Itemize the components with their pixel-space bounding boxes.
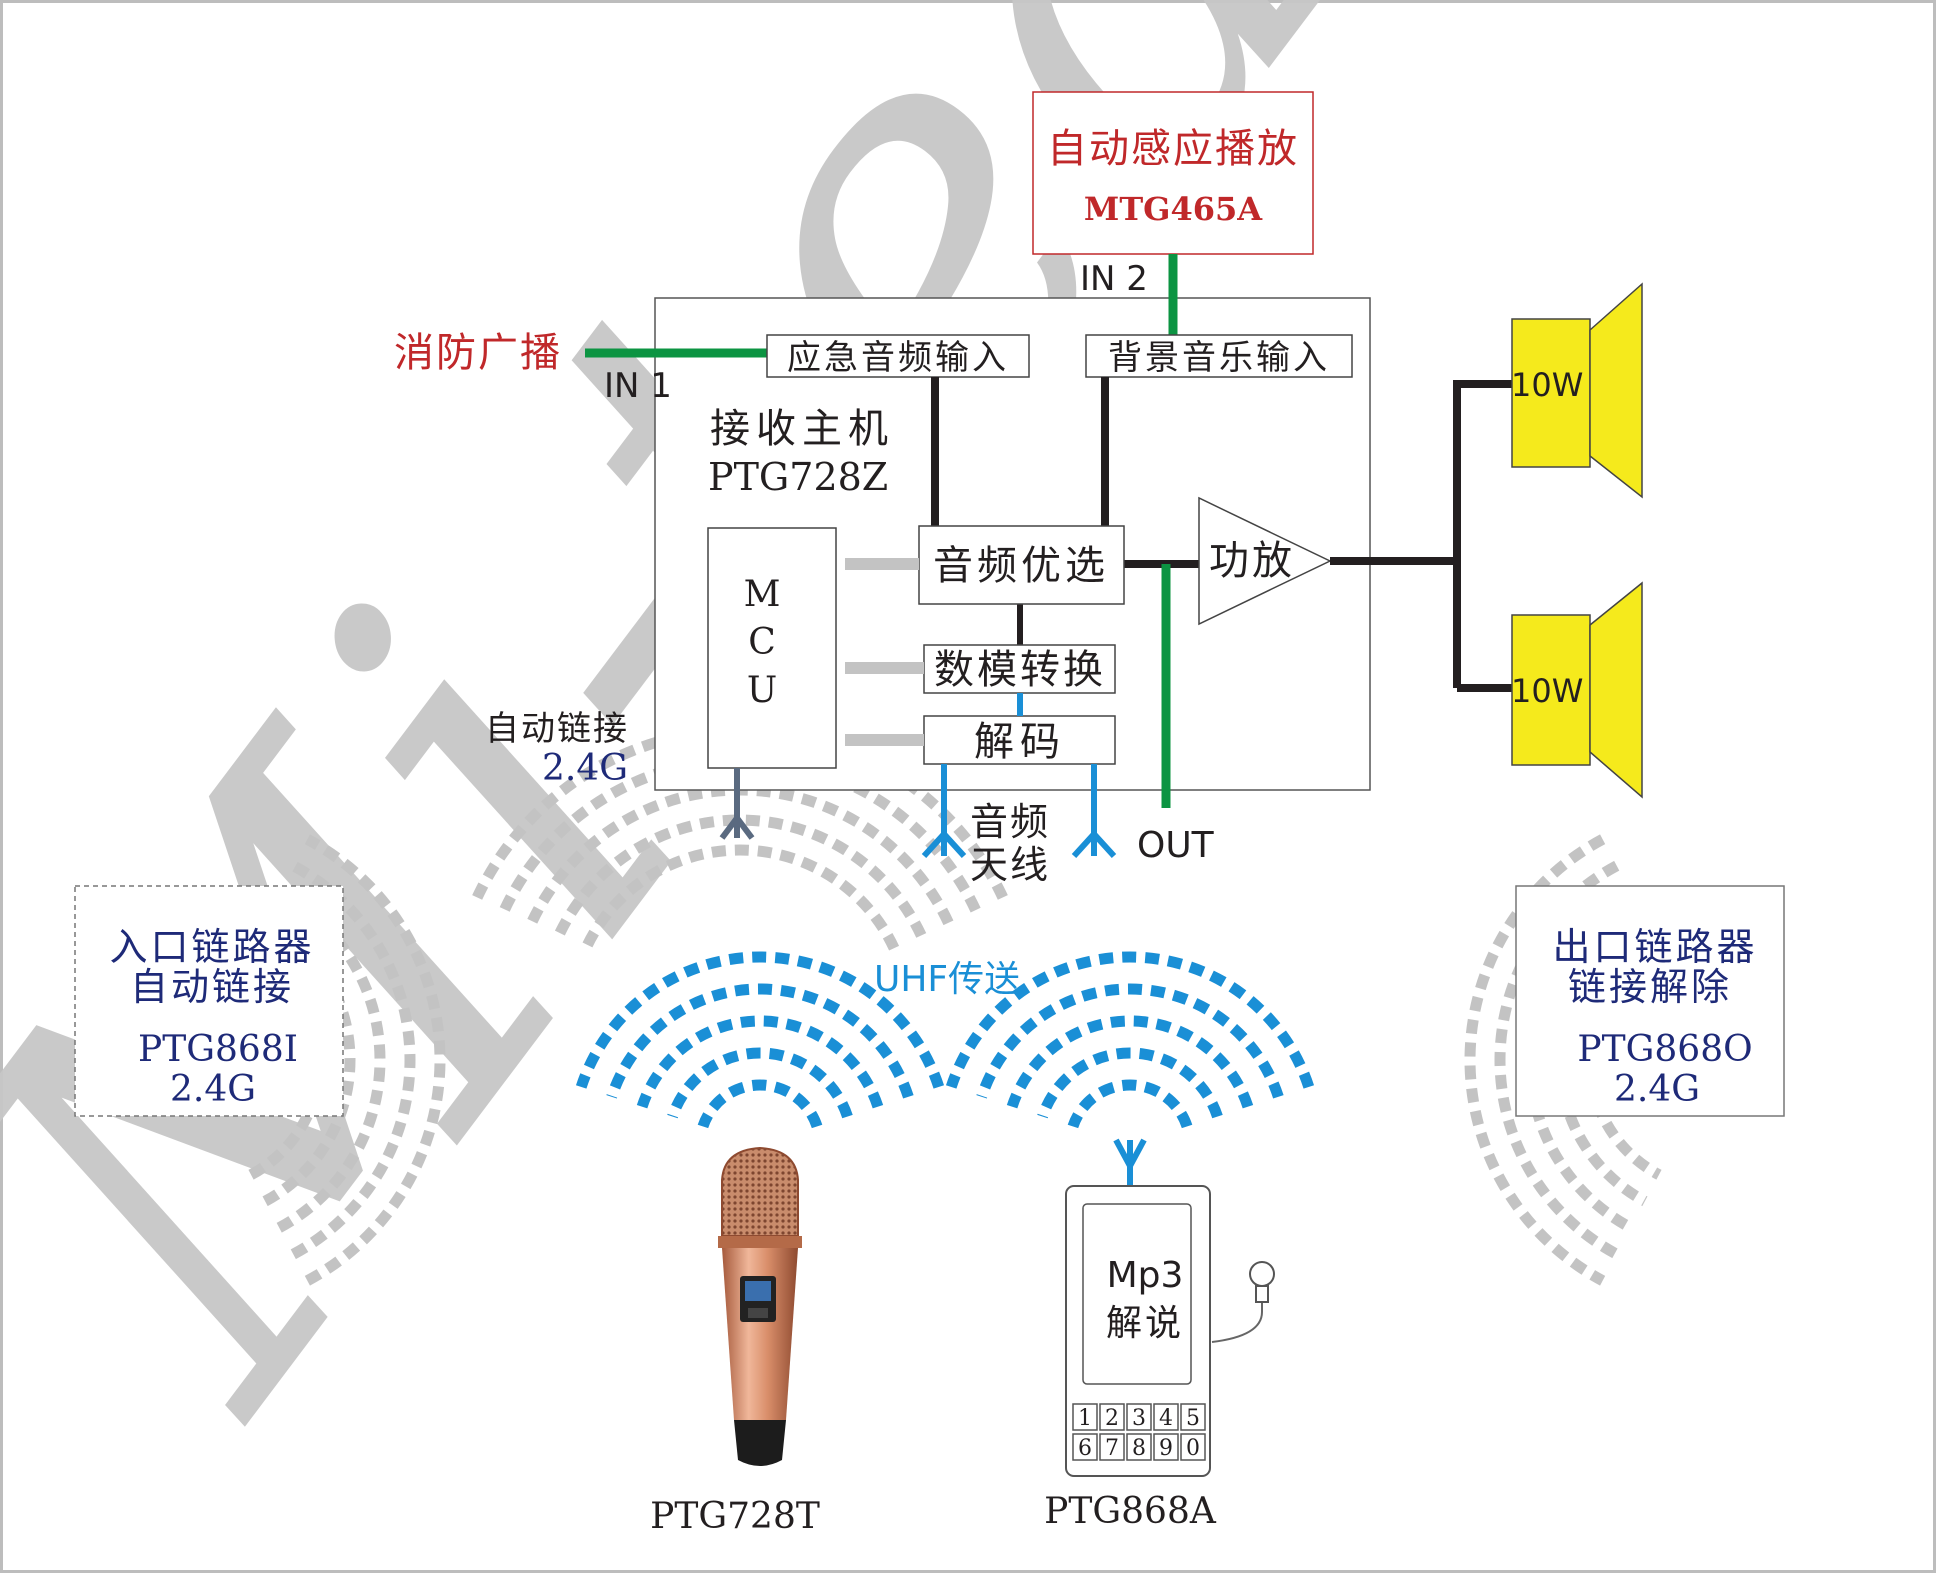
sensor-model: MTG465A [1084,190,1263,228]
keypad-key[interactable] [1180,1403,1206,1431]
sensor-title: 自动感应播放 [1047,126,1299,172]
host-model: PTG728Z [708,455,888,499]
entry-model: PTG868I [138,1029,298,1070]
mcu-letter-c: C [748,622,776,663]
keypad-key-label: 7 [1105,1436,1119,1461]
exit-line1: 出口链路器 [1552,925,1757,969]
mic-signal-arc-3 [606,983,914,1099]
keypad-key[interactable] [1099,1403,1125,1431]
mic-signal-arc-4 [575,951,945,1089]
keypad-key-label: 9 [1159,1436,1173,1461]
keypad-key[interactable] [1126,1403,1152,1431]
exit-band: 2.4G [1614,1069,1700,1110]
antenna-label-line1: 音频 [970,800,1050,844]
entry-line2: 自动链接 [130,965,294,1009]
mic-signal-arc-2 [636,1015,884,1109]
in2-label: IN 2 [1080,259,1148,299]
player-signal-arc-4 [945,951,1315,1089]
keypad-key[interactable] [1153,1403,1179,1431]
player-signal-arc-3 [976,983,1284,1099]
exit-model: PTG868O [1577,1029,1752,1070]
keypad-key-label: 0 [1186,1436,1200,1461]
host-range-arc-0 [580,844,900,951]
mic-signal-arc-0 [697,1079,823,1129]
player-signal-arc-0 [1067,1079,1193,1129]
keypad-key-label: 6 [1078,1436,1092,1461]
entry-range-arc-3 [290,860,416,1260]
entry-range-arc-1 [262,913,356,1207]
earphone-mic-icon [1249,1261,1275,1287]
player-screen-line2: 解说 [1106,1303,1184,1344]
audio-antenna-left-icon [921,764,967,859]
exit-range-arc-2 [1524,887,1634,1233]
host-title: 接收主机 [710,406,894,452]
emergency-input-block [766,334,1030,378]
keypad-key-label: 3 [1132,1406,1146,1431]
mcu-letter-m: M [744,574,781,615]
amplifier-label: 功放 [1209,538,1295,584]
keypad-key[interactable] [1180,1433,1206,1461]
entry-band: 2.4G [170,1069,256,1110]
sensor-box [1032,91,1314,255]
bgm-input-label: 背景音乐输入 [1108,338,1330,378]
player-label: PTG868A [1044,1491,1217,1532]
speaker-bottom-label: 10W [1511,672,1583,710]
fire-broadcast-label: 消防广播 [394,330,562,376]
keypad-key-label: 1 [1078,1406,1092,1431]
mic-signal-arc-1 [667,1047,853,1119]
microphone-label: PTG728T [650,1496,820,1537]
exit-linker-box [1515,885,1785,1117]
entry-range-arc-4 [304,834,446,1286]
link-antenna-icon [719,768,755,840]
emergency-input-label: 应急音频输入 [787,338,1009,378]
mcu-letter-u: U [747,670,777,711]
speaker-top-label: 10W [1511,366,1583,404]
audio-priority-label: 音频优选 [933,543,1109,589]
autolink-label: 自动链接 [485,709,629,749]
keypad-key[interactable] [1153,1433,1179,1461]
antenna-label-line2: 天线 [970,843,1050,887]
out-label: OUT [1137,825,1215,866]
exit-line2: 链接解除 [1568,965,1732,1009]
decode-label: 解码 [974,719,1066,765]
in1-label: IN 1 [604,366,672,406]
mcu-block [707,527,837,769]
speaker-top: 10W [1511,282,1643,499]
host-band-label: 2.4G [542,748,628,789]
player-antenna-icon [1113,1138,1147,1186]
keypad-key[interactable] [1099,1433,1125,1461]
microphone-icon [718,1146,802,1466]
player-signal-arc-2 [1006,1015,1254,1109]
audio-antenna-right-icon [1071,764,1117,859]
entry-line1: 入口链路器 [109,925,314,969]
keypad-key-label: 4 [1159,1406,1173,1431]
amplifier-triangle [1198,496,1332,626]
uhf-label: UHF传送 [874,959,1020,1000]
keypad-key-label: 2 [1105,1406,1119,1431]
player-screen-line1: Mp3 [1107,1255,1184,1296]
keypad-key[interactable] [1072,1403,1098,1431]
player-signal-arc-1 [1037,1047,1223,1119]
keypad-key[interactable] [1072,1433,1098,1461]
bgm-input-block [1085,334,1353,378]
speaker-bottom: 10W [1511,581,1643,799]
keypad-key[interactable] [1126,1433,1152,1461]
dac-label: 数模转换 [934,647,1106,693]
speaker-wiring [1330,380,1512,692]
uhf-signal-arcs [575,951,1315,1129]
keypad-key-label: 5 [1186,1406,1200,1431]
entry-linker-box [74,885,344,1117]
keypad-key-label: 8 [1132,1436,1146,1461]
